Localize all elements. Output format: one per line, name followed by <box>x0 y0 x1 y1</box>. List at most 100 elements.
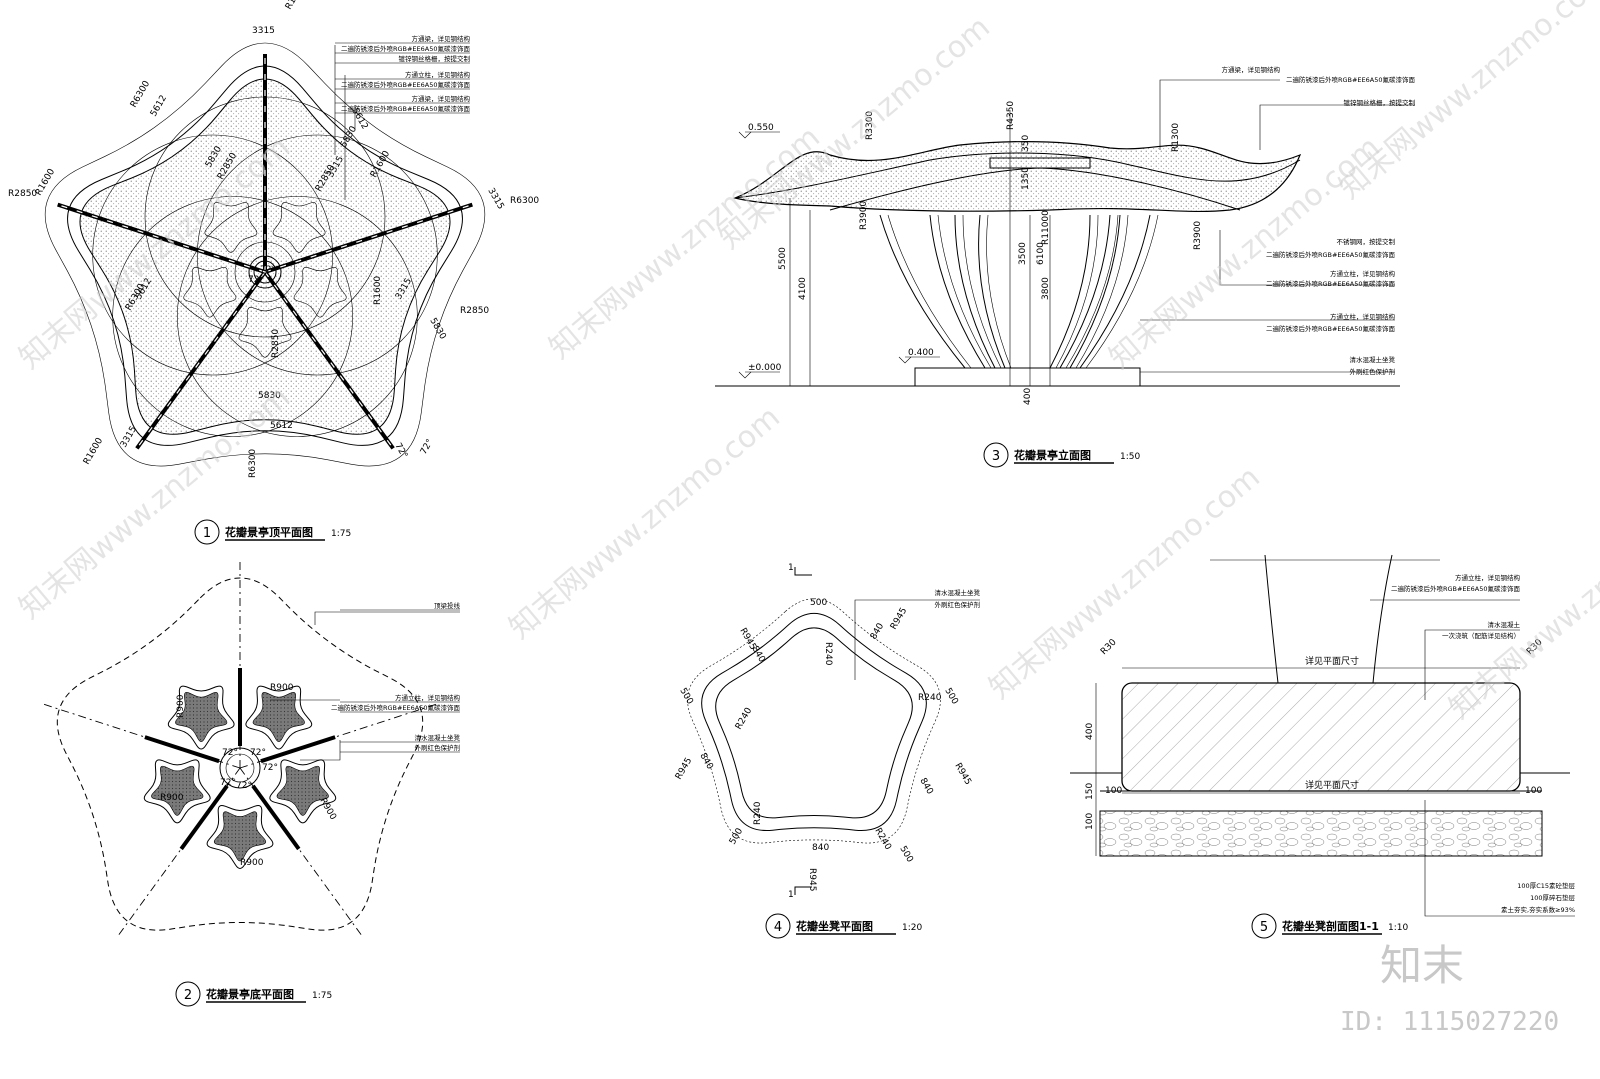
pavilion-column-edge <box>1065 214 1119 369</box>
drawing-title: 花瓣景亭顶平面图 <box>225 525 313 539</box>
elevation-note: 二遍防锈漆后外喷RGB#EE6A50氟碳漆饰面 <box>1286 75 1416 84</box>
base-dimension-label: 72° <box>262 763 278 773</box>
beam-axis-line <box>116 767 241 939</box>
roof-dimension-label: R6300 <box>248 449 258 478</box>
bench-dimension-label: R240 <box>734 706 755 732</box>
drawing-number: 3 <box>992 449 1000 464</box>
roof-dimension-label: R2850 <box>271 329 281 358</box>
elevation-dimension-label: R3900 <box>859 201 869 230</box>
section-dimension-label: 100 <box>1085 813 1095 830</box>
bench-dimension-label: 840 <box>917 777 934 797</box>
watermark-text: 知末网www.znzmo.com <box>543 120 827 366</box>
roof-outer-outline <box>67 65 463 446</box>
section-note: 方通立柱，详见钢结构 <box>1455 573 1521 582</box>
bench-hatched <box>151 765 204 816</box>
elevation-dimension-label: 3500 <box>1018 242 1028 265</box>
pavilion-column <box>1069 214 1121 369</box>
bench-dim-outline <box>687 598 941 844</box>
roof-dimension-label: R1600 <box>284 0 307 12</box>
section-note: 100厚碎石垫层 <box>1530 893 1575 902</box>
elevation-dimension-label: 4100 <box>798 277 808 300</box>
elevation-dimension-label: 400 <box>1023 388 1033 405</box>
elevation-dimension-label: 3800 <box>1041 277 1051 300</box>
elevation-note: 二遍防锈漆后外喷RGB#EE6A50氟碳漆饰面 <box>1266 324 1396 333</box>
pavilion-column-edge <box>887 214 972 369</box>
elevation-dimension-label: 350 <box>1021 135 1031 152</box>
roof-dimension-label: 3315 <box>119 425 139 450</box>
elevation-dimension-label: R11000 <box>1041 210 1051 245</box>
bench-dimension-label: 500 <box>897 845 914 865</box>
drawing-title: 花瓣坐凳剖面图1-1 <box>1282 919 1379 933</box>
inner-petal-star <box>272 202 326 253</box>
bench-plan-drawing: 11500R240R945840R945840500R240R240500R94… <box>674 563 981 900</box>
roof-dimension-label: 72° <box>419 438 436 457</box>
roof-dimension-label: 72° <box>260 265 276 275</box>
inner-petal-star <box>204 202 258 253</box>
beam-axis-line <box>239 702 440 769</box>
base-dimension-label: 72° <box>222 748 238 758</box>
base-dimension-label: R900 <box>176 694 186 718</box>
note-leader <box>854 599 980 680</box>
base-note: 清水混凝土坐凳 <box>415 733 461 742</box>
level-label: ±0.000 <box>748 363 782 373</box>
drawing-title: 花瓣坐凳平面图 <box>796 919 873 933</box>
roof-projection-line <box>56 577 424 931</box>
pavilion-column <box>929 214 986 369</box>
roof-dimension-label: R2850 <box>460 306 489 316</box>
roof-dimension-label: R1600 <box>82 436 105 466</box>
section-dimension-label: 100 <box>1525 786 1542 796</box>
inner-petal-star <box>238 307 292 358</box>
elevation-note: 外刷红色保护剂 <box>1350 367 1396 376</box>
base-note: 外刷红色保护剂 <box>415 743 461 752</box>
base-note: 顶梁投线 <box>434 601 461 610</box>
roof-note: 方通梁，详见钢结构 <box>412 94 471 103</box>
bench-note: 外刷红色保护剂 <box>935 600 981 609</box>
beam-axis-line <box>239 767 364 939</box>
column-stub-right <box>1372 554 1393 684</box>
roof-dimension-label: 72° <box>248 275 264 285</box>
note-leader <box>1219 230 1395 286</box>
drawing-number: 5 <box>1260 920 1268 935</box>
bench-dimension-label: 840 <box>697 752 714 772</box>
level-label: 0.400 <box>908 348 934 358</box>
canopy-crown <box>989 157 1091 169</box>
elevation-dimension-label: 5500 <box>778 247 788 270</box>
drawing-number-circle <box>194 519 220 545</box>
section-note: 二遍防锈漆后外喷RGB#EE6A50氟碳漆饰面 <box>1391 584 1521 593</box>
bench-hatched <box>276 765 329 816</box>
roof-arc-circle <box>92 134 333 376</box>
note-leader <box>1424 800 1575 917</box>
base-dimension-label: 72° <box>236 781 252 791</box>
roof-dimension-label: 5830 <box>258 391 281 401</box>
roof-beam-detail <box>264 271 394 449</box>
elevation-note: 不锈钢网，按提交制 <box>1337 237 1396 246</box>
drawing-scale: 1:75 <box>331 529 351 539</box>
column-base <box>179 784 229 851</box>
base-dimension-label: R900 <box>240 858 264 868</box>
roof-note: 二遍防锈漆后外喷RGB#EE6A50氟碳漆饰面 <box>341 80 471 89</box>
drawing-number-circle <box>765 913 791 939</box>
bench-outer-edge <box>701 612 927 831</box>
section-note: 100厚C15素砼垫层 <box>1517 881 1575 890</box>
section-dimension-label: 150 <box>1085 783 1095 800</box>
drawing-title: 花瓣景亭立面图 <box>1014 448 1091 462</box>
elevation-note: 镀锌钢丝格栅，按提交制 <box>1344 98 1416 107</box>
drawing-scale: 1:50 <box>1120 452 1140 462</box>
roof-dimension-label: R1600 <box>34 167 57 197</box>
pavilion-column-edge <box>937 214 992 369</box>
bench-outline <box>143 759 211 824</box>
bench-outline <box>206 805 274 869</box>
center-ring-inner <box>225 753 255 783</box>
beam-axis-line <box>40 702 241 769</box>
note-leader <box>300 740 341 761</box>
elevation-note: 方通梁，详见钢结构 <box>1222 65 1281 74</box>
column-base <box>251 784 301 851</box>
bench-note: 清水混凝土坐凳 <box>935 588 981 597</box>
roof-dimension-label: 5612 <box>270 421 293 431</box>
roof-arc-circle <box>197 134 438 376</box>
canopy-mesh <box>733 140 1302 213</box>
base-plinth <box>914 367 1141 387</box>
drawing-number: 1 <box>203 526 211 541</box>
